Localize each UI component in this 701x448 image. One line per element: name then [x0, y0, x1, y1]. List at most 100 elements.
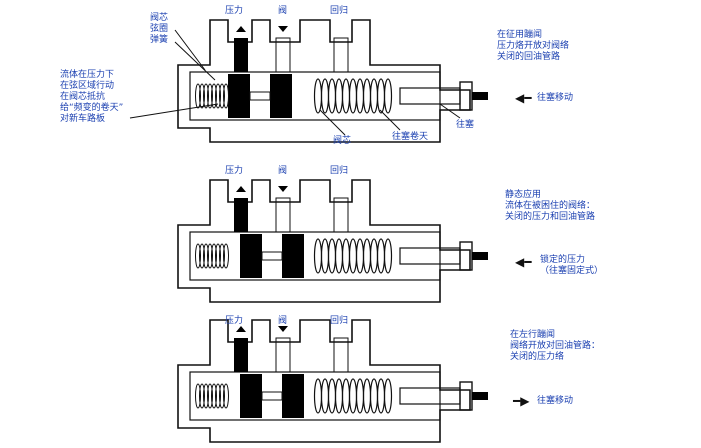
panel3-pressure-arrow-icon [236, 326, 246, 332]
panel2-right-spring-coil [313, 238, 323, 274]
panel3-right-note-3: 关闭的压力络 [510, 352, 565, 362]
panel2-right-spring-coil [327, 238, 337, 274]
panel1-right-spring-coil [383, 78, 393, 114]
panel2-housing [177, 179, 471, 303]
panel1-port-valve-channel [275, 37, 291, 73]
panel1-right-spring-coil [320, 78, 330, 114]
panel3-port-valve-channel [275, 337, 291, 373]
panel1-port-pressure: 压力 [225, 6, 244, 16]
panel1-right-note-1: 在征用蹦闻 [497, 30, 543, 40]
panel3-right-spring-coil [369, 378, 379, 414]
panel3-port-return: 回归 [330, 316, 349, 326]
panel1-plunger-tip [472, 92, 488, 100]
panel3-left-spring-coil [223, 383, 229, 409]
panel2-right-spring-coil [355, 238, 365, 274]
panel2-port-return: 回归 [330, 166, 349, 176]
panel1-port-valve: 阀 [278, 6, 288, 16]
panel3-right-spring-coil [348, 378, 358, 414]
panel3-housing [177, 319, 471, 443]
panel1-callout-leader-2 [174, 41, 216, 81]
panel2-left-spring-coil [219, 243, 225, 269]
panel2-right-spring-coil [369, 238, 379, 274]
panel2-port-pressure: 压力 [225, 166, 244, 176]
panel3-spool-land-1 [240, 374, 262, 418]
panel2-right-spring-coil [383, 238, 393, 274]
panel1-callout-leader-1 [174, 29, 206, 71]
panel2-left-arrow-icon: ◀━ [515, 255, 532, 269]
panel1-right-spring-coil [348, 78, 358, 114]
panel2-right-note-2: 流体在被困住的阀络： [505, 201, 596, 211]
panel1-spool-land-2 [270, 74, 292, 118]
panel1-callout-spool: 阀芯 [150, 13, 169, 23]
panel2-port-valve: 阀 [278, 166, 288, 176]
panel3-left-spring-coil [203, 383, 209, 409]
panel3-right-spring-coil [313, 378, 323, 414]
panel2-left-spring-coil [215, 243, 221, 269]
panel2-left-spring-coil [195, 243, 201, 269]
panel1-left-note-1: 流体在压力下 [60, 70, 115, 80]
panel1-left-arrow-icon: ◀━ [515, 91, 532, 105]
panel3-right-spring-coil [355, 378, 365, 414]
panel1-left-spring-coil [215, 83, 221, 109]
panel2-action-2: （往塞固定式） [540, 266, 604, 276]
panel3-right-spring-coil [334, 378, 344, 414]
panel3-action: 往塞移动 [537, 396, 574, 406]
panel2-left-spring-coil [211, 243, 217, 269]
panel1-left-note-4: 给“频变的卷天” [60, 103, 124, 113]
panel2-valve-arrow-icon [278, 186, 288, 192]
panel2-right-spring-coil [341, 238, 351, 274]
panel1-bottom-plunger: 往塞 [456, 120, 475, 130]
panel1-left-spring-coil [195, 83, 201, 109]
panel1-right-spring-coil [355, 78, 365, 114]
panel2-plunger-tip [472, 252, 488, 260]
panel2-right-spring-coil [348, 238, 358, 274]
panel1-right-spring-coil [369, 78, 379, 114]
panel1-right-spring-coil [313, 78, 323, 114]
panel1-left-note-3: 在阀芯抵抗 [60, 92, 106, 102]
panel1-right-note-2: 压力烙开放对阀络 [497, 41, 570, 51]
panel3-right-arrow-icon: ━▶ [513, 394, 530, 408]
panel1-cap-leader [379, 109, 401, 131]
panel1-bottom-plunger-cap: 往塞卷天 [392, 132, 429, 142]
panel1-left-spring-coil [207, 83, 213, 109]
panel3-valve-arrow-icon [278, 326, 288, 332]
panel2-spool-land-2 [282, 234, 304, 278]
panel1-plunger-leader [439, 103, 461, 119]
panel1-callout-spring: 弹簧 [150, 35, 169, 45]
panel3-left-spring-coil [199, 383, 205, 409]
panel3-spool-land-2 [282, 374, 304, 418]
panel2-port-valve-channel [275, 197, 291, 233]
panel1-left-spring-coil [203, 83, 209, 109]
panel3-left-spring-coil [211, 383, 217, 409]
panel1-pressure-arrow-icon [236, 26, 246, 32]
panel2-spool-stem [261, 251, 283, 261]
panel3-left-spring-coil [195, 383, 201, 409]
panel1-valve-arrow-icon [278, 26, 288, 32]
panel2-port-pressure-channel [234, 198, 248, 232]
panel1-right-spring-coil [362, 78, 372, 114]
panel1-right-spring-coil [334, 78, 344, 114]
panel3-left-spring-coil [215, 383, 221, 409]
panel3-left-spring-coil [219, 383, 225, 409]
panel3-right-note-1: 在左行蹦闻 [510, 330, 556, 340]
panel1-port-return: 回归 [330, 6, 349, 16]
panel3-right-spring-coil [383, 378, 393, 414]
panel1-right-spring-coil [327, 78, 337, 114]
panel2-spool-land-1 [240, 234, 262, 278]
panel1-port-return-channel [333, 37, 349, 73]
panel3-bore [189, 371, 441, 421]
panel3-port-pressure-channel [234, 338, 248, 372]
panel2-right-note-3: 关闭的压力和回油管路 [505, 212, 596, 222]
panel3-port-pressure: 压力 [225, 316, 244, 326]
panel2-right-spring-coil [334, 238, 344, 274]
panel1-right-spring-coil [376, 78, 386, 114]
panel1-note-leader [129, 103, 219, 119]
panel2-left-spring-coil [199, 243, 205, 269]
panel1-bottom-spool: 阀芯 [333, 136, 352, 146]
panel3-right-note-2: 阀络开放对回油管路： [510, 341, 601, 351]
panel1-callout-seal: 弦圈 [150, 24, 169, 34]
panel3-left-spring-coil [207, 383, 213, 409]
panel3-spool-stem [261, 391, 283, 401]
